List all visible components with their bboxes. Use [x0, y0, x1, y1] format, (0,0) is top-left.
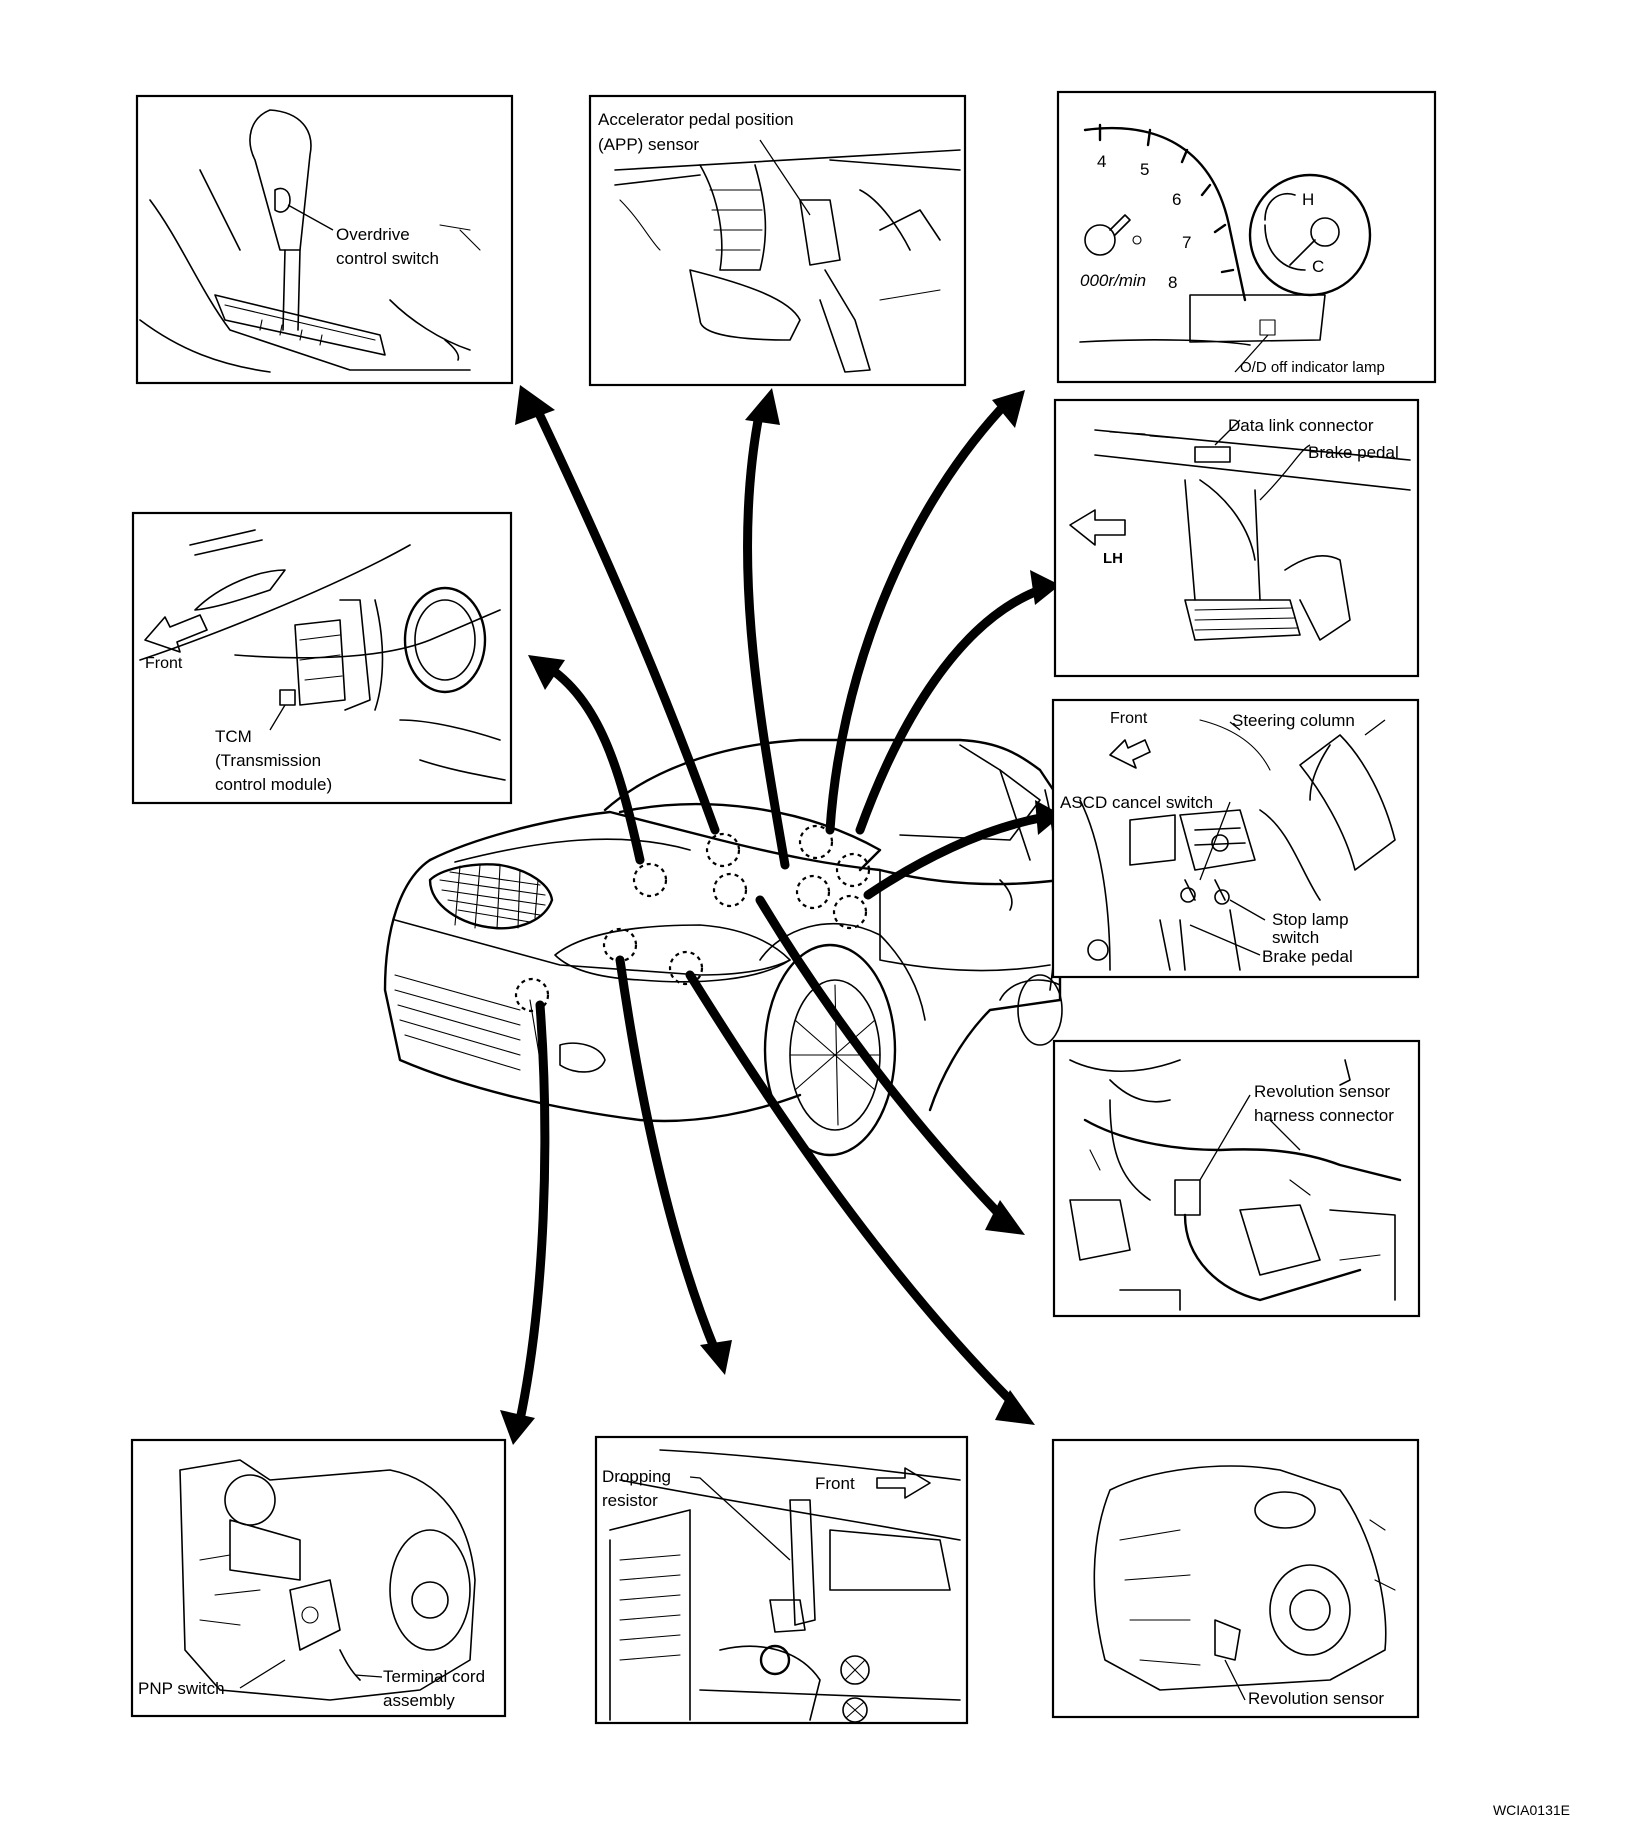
od-label-1: Overdrive	[336, 225, 410, 244]
lh-direction: LH	[1103, 550, 1123, 567]
temp-c: C	[1312, 257, 1324, 276]
gauge-number-8: 8	[1168, 273, 1177, 292]
od-label-2: control switch	[336, 249, 439, 268]
rev-sensor-label: Revolution sensor	[1248, 1689, 1384, 1708]
panel-revolution-sensor-connector: Revolution sensor harness connector	[1052, 1039, 1421, 1318]
resistor-label-2: resistor	[602, 1491, 658, 1510]
dlc-label: Data link connector	[1228, 416, 1374, 435]
temp-h: H	[1302, 190, 1314, 209]
ascd-brake-pedal-label: Brake pedal	[1262, 947, 1353, 966]
tcm-front-direction: Front	[145, 655, 183, 672]
tcm-label-1: TCM	[215, 727, 252, 746]
resistor-front-direction: Front	[815, 1474, 855, 1493]
dlc-brake-pedal-label: Brake pedal	[1308, 443, 1399, 462]
gauge-number-7: 7	[1182, 233, 1191, 252]
panel-tcm: Front TCM (Transmission control module)	[131, 511, 513, 805]
panel-overdrive-switch: Overdrive control switch	[135, 94, 514, 385]
panel-instrument-cluster: 4 5 6 7 8 000r/min H C O/D off indicator…	[1056, 90, 1437, 384]
steering-column-label: Steering column	[1232, 711, 1355, 730]
pnp-label: PNP switch	[138, 1679, 225, 1698]
figure-id: WCIA0131E	[1492, 1802, 1570, 1818]
panel-revolution-sensor: Revolution sensor	[1051, 1438, 1420, 1719]
resistor-label-1: Dropping	[602, 1467, 671, 1486]
gauge-number-4: 4	[1097, 152, 1106, 171]
gauge-number-6: 6	[1172, 190, 1181, 209]
terminal-cord-label-2: assembly	[383, 1691, 455, 1710]
ascd-cancel-label: ASCD cancel switch	[1060, 793, 1213, 812]
panel-dropping-resistor: Front Dropping resistor	[594, 1435, 969, 1725]
tcm-label-2: (Transmission	[215, 751, 321, 770]
stop-lamp-label-1: Stop lamp	[1272, 910, 1349, 929]
location-markers	[514, 824, 871, 1013]
gauge-number-5: 5	[1140, 160, 1149, 179]
rev-connector-label-1: Revolution sensor	[1254, 1082, 1390, 1101]
tcm-label-3: control module)	[215, 775, 332, 794]
od-off-lamp-label: O/D off indicator lamp	[1240, 359, 1385, 376]
pointer-arrows	[500, 385, 1062, 1445]
car-illustration	[383, 738, 1063, 1157]
tach-unit: 000r/min	[1080, 271, 1146, 290]
panel-ascd-cancel-switch: Front Steering column ASCD cancel switch…	[1051, 698, 1420, 979]
app-label-2: (APP) sensor	[598, 135, 699, 154]
panel-app-sensor: Accelerator pedal position (APP) sensor	[588, 94, 967, 387]
panel-data-link-connector: LH Data link connector Brake pedal	[1053, 398, 1420, 678]
app-label-1: Accelerator pedal position	[598, 110, 794, 129]
terminal-cord-label-1: Terminal cord	[383, 1667, 485, 1686]
rev-connector-label-2: harness connector	[1254, 1106, 1394, 1125]
ascd-front-direction: Front	[1110, 710, 1148, 727]
stop-lamp-label-2: switch	[1272, 928, 1319, 947]
panel-pnp-switch: PNP switch Terminal cord assembly	[130, 1438, 507, 1718]
